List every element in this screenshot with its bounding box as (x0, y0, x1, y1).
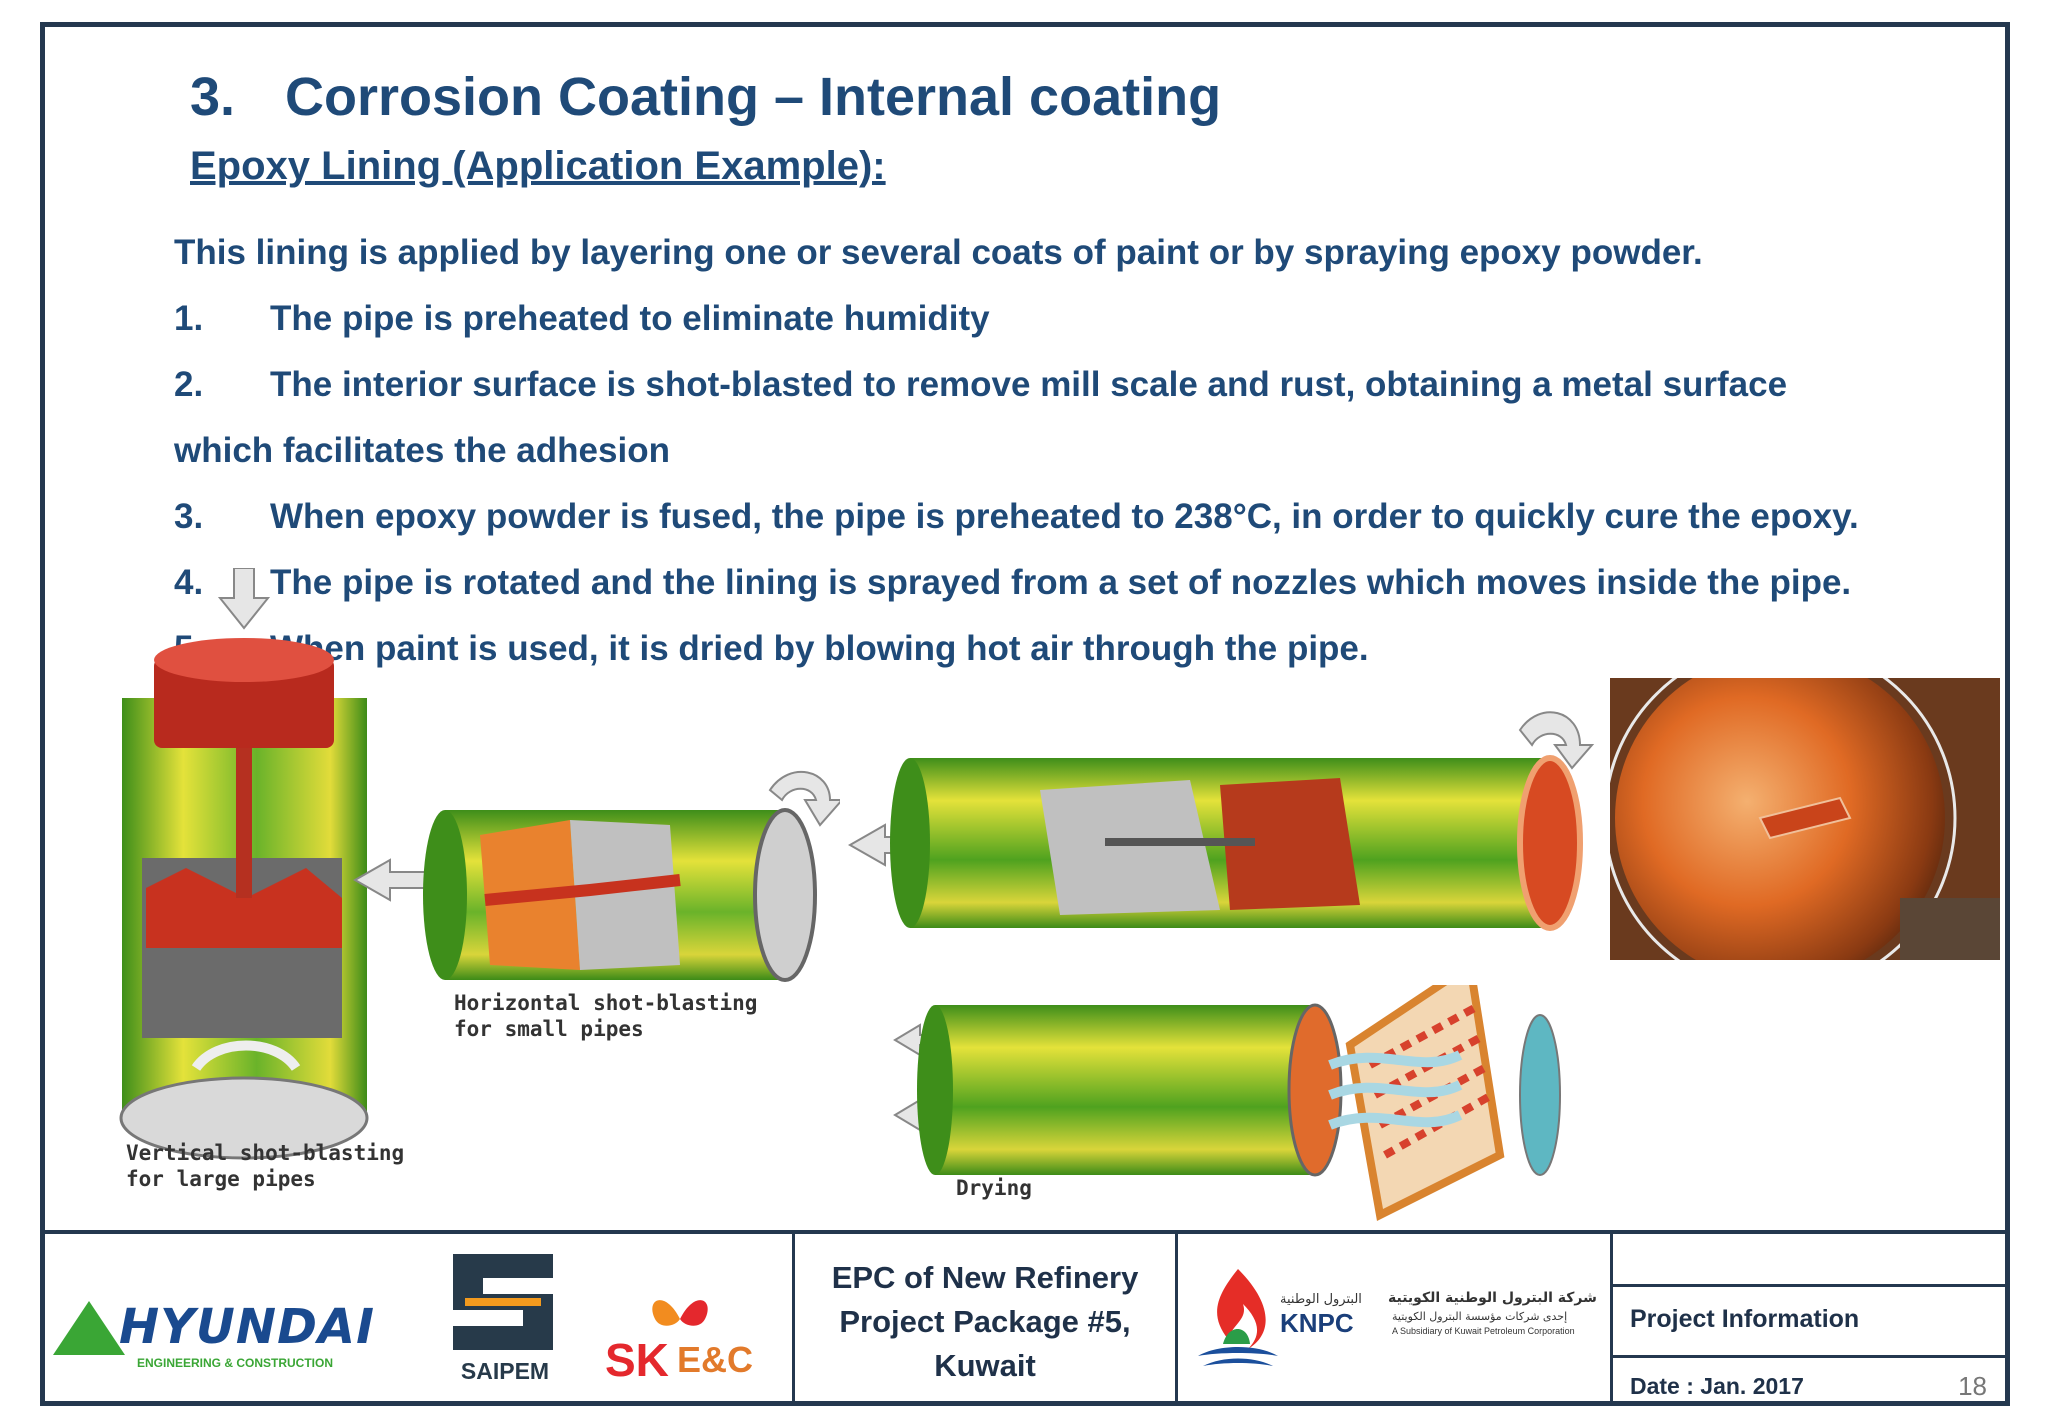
step-text: When paint is used, it is dried by blowi… (270, 629, 1369, 668)
spray-pipe-illustration (847, 711, 1595, 931)
spray-lining-figure (840, 690, 1600, 990)
saipem-logo-mark (453, 1254, 553, 1350)
slide-subtitle: Epoxy Lining (Application Example): (190, 144, 886, 188)
horizontal-shot-blasting-figure: Horizontal shot-blasting for small pipes (350, 740, 850, 1070)
horizontal-pipe-illustration (352, 771, 845, 982)
ec-wordmark: E&C (677, 1339, 754, 1380)
knpc-arabic-subsidiary: إحدى شركات مؤسسة البترول الكويتية (1392, 1310, 1568, 1323)
epc-line-2: Project Package #5, (839, 1304, 1131, 1339)
section-number: 3. (190, 67, 236, 127)
step-number: 4. (174, 563, 204, 602)
pipe-interior-photo-illustration (1610, 678, 2000, 960)
hyundai-logo: HYUNDAI ENGINEERING & CONSTRUCTION (53, 1299, 393, 1379)
title-text: Corrosion Coating – Internal coating (285, 67, 1222, 127)
knpc-flame-icon (1198, 1269, 1278, 1366)
project-information-label: Project Information (1630, 1305, 1860, 1333)
epc-project-title: EPC of New Refinery Project Package #5, … (795, 1256, 1175, 1388)
slide-frame (40, 22, 2010, 1406)
horizontal-caption-line2: for small pipes (454, 1017, 644, 1041)
sk-ec-logo: SK E&C (605, 1289, 785, 1389)
vertical-caption-line1: Vertical shot-blasting (126, 1141, 405, 1165)
step-text: The interior surface is shot-blasted to … (270, 365, 1788, 404)
step-3: 3. When epoxy powder is fused, the pipe i… (174, 484, 2004, 550)
drying-figure: Drying (880, 985, 1600, 1225)
footer-divider (1610, 1234, 1613, 1405)
vertical-caption-line2: for large pipes (126, 1167, 316, 1191)
hyundai-logo-mark (53, 1301, 125, 1355)
step-text: The pipe is rotated and the lining is sp… (270, 563, 1852, 602)
hyundai-subtitle: ENGINEERING & CONSTRUCTION (137, 1356, 334, 1370)
step-number: 2. (174, 365, 204, 404)
project-info-box: Project Information Date : Jan. 2017 18 (1610, 1284, 2005, 1408)
drying-pipe-illustration (893, 985, 1561, 1221)
saipem-logo: SAIPEM (435, 1254, 575, 1394)
footer-divider (1175, 1234, 1178, 1405)
step-2-continuation: which facilitates the adhesion (174, 431, 670, 470)
info-divider (1610, 1355, 2005, 1358)
drying-caption: Drying (956, 1176, 1032, 1200)
step-5: 5.When paint is used, it is dried by blo… (174, 616, 2004, 682)
page-number: 18 (1958, 1371, 1987, 1401)
step-2: 2. The interior surface is shot-blasted t… (174, 352, 2004, 418)
knpc-subsidiary-text: A Subsidiary of Kuwait Petroleum Corpora… (1392, 1326, 1575, 1336)
pipe-interior-photo (1610, 678, 2000, 960)
sk-wordmark: SK (605, 1334, 669, 1386)
step-number: 3. (174, 497, 204, 536)
knpc-arabic-short: البترول الوطنية (1280, 1292, 1362, 1307)
step-number: 1. (174, 299, 204, 338)
saipem-wordmark: SAIPEM (460, 1358, 550, 1384)
slide-footer: HYUNDAI ENGINEERING & CONSTRUCTION SAIPE… (45, 1230, 2005, 1405)
date-label: Date : Jan. 2017 (1630, 1373, 1804, 1399)
step-4: 4. The pipe is rotated and the lining is … (174, 550, 2004, 616)
knpc-logo: البترول الوطنية KNPC شركة البترول الوطني… (1180, 1264, 1610, 1394)
epc-line-1: EPC of New Refinery (831, 1260, 1139, 1295)
intro-paragraph: This lining is applied by layering one o… (174, 233, 1703, 272)
hyundai-wordmark: HYUNDAI (119, 1299, 375, 1355)
step-text: When epoxy powder is fused, the pipe is … (270, 497, 1859, 536)
vertical-pipe-illustration (119, 568, 369, 1160)
step-1: 1. The pipe is preheated to eliminate hum… (174, 286, 2004, 352)
knpc-wordmark: KNPC (1280, 1308, 1354, 1338)
step-text: The pipe is preheated to eliminate humid… (270, 299, 990, 338)
epc-line-3: Kuwait (934, 1348, 1036, 1383)
horizontal-caption-line1: Horizontal shot-blasting (454, 991, 758, 1015)
footer-divider (792, 1234, 795, 1405)
body-text: This lining is applied by layering one o… (174, 220, 2004, 682)
slide-title: 3. Corrosion Coating – Internal coating (190, 66, 1221, 128)
sk-butterfly-icon (652, 1300, 708, 1326)
vertical-shot-blasting-figure: Vertical shot-blasting for large pipes (46, 568, 446, 1233)
knpc-arabic-name: شركة البترول الوطنية الكويتية (1388, 1290, 1597, 1306)
